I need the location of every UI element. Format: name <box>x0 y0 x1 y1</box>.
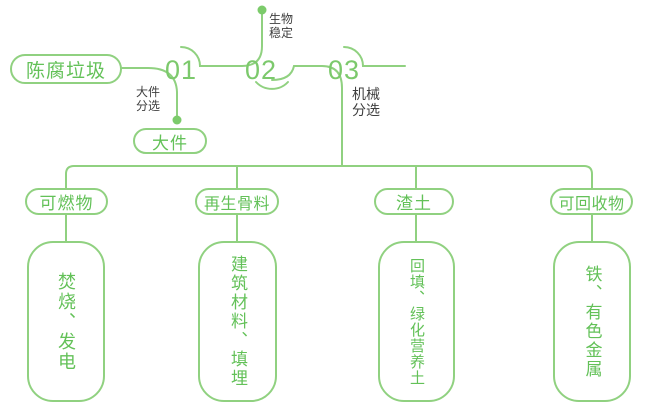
step3-label-line2: 分选 <box>352 102 380 118</box>
line-source-to-step1 <box>121 67 178 117</box>
step1-label-line1: 大件 <box>136 85 161 99</box>
category-pill-recyclables: 可回收物 <box>550 188 633 215</box>
step-number-2: 02 <box>244 55 278 85</box>
step3-label-line1: 机械 <box>352 86 380 102</box>
disposal-box-recyclables: 铁、有色金属 <box>553 241 631 402</box>
underarc-step2 <box>255 81 289 90</box>
disposal-text-recyclables: 铁、有色金属 <box>582 264 602 379</box>
step2-label-line2: 稳定 <box>269 26 294 40</box>
disposal-box-combustibles: 焚烧、发电 <box>27 241 105 402</box>
bulky-items-pill: 大件 <box>133 128 207 154</box>
source-pill: 陈腐垃圾 <box>10 54 122 84</box>
step-number-3: 03 <box>327 55 361 85</box>
disposal-text-recycled-aggregate: 建筑材料、填埋 <box>228 255 247 388</box>
category-pill-recycled-aggregate: 再生骨料 <box>195 188 279 215</box>
disposal-text-combustibles: 焚烧、发电 <box>56 271 76 372</box>
category-pill-slag-soil: 渣土 <box>374 188 454 215</box>
line-step2-to-drop <box>271 65 343 167</box>
step3-label: 机械 分选 <box>352 86 380 118</box>
step1-label: 大件 分选 <box>136 85 160 113</box>
distribution-line <box>65 165 593 189</box>
category-pill-combustibles: 可燃物 <box>25 188 108 215</box>
bulky-branch-dot <box>172 115 182 125</box>
bio-branch-dot <box>257 5 267 15</box>
disposal-box-recycled-aggregate: 建筑材料、填埋 <box>198 241 277 402</box>
arc-step1-to-step2 <box>180 13 263 67</box>
disposal-text-slag-soil: 回填、绿化营养土 <box>408 257 425 386</box>
step2-label-line1: 生物 <box>269 12 294 26</box>
step2-label: 生物 稳定 <box>269 12 293 40</box>
step1-label-line2: 分选 <box>136 99 161 113</box>
disposal-box-slag-soil: 回填、绿化营养土 <box>378 241 455 402</box>
step-number-1: 01 <box>164 55 198 85</box>
arc-step3-exit <box>343 46 406 67</box>
